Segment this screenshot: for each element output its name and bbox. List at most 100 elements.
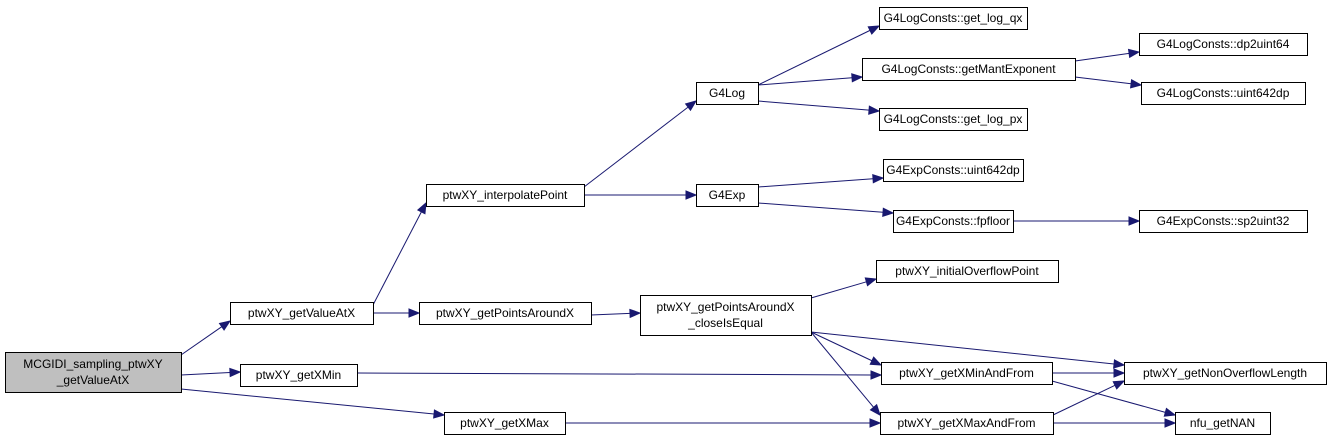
- node-get_log_px[interactable]: G4LogConsts::get_log_px: [879, 108, 1028, 131]
- node-root[interactable]: MCGIDI_sampling_ptwXY _getValueAtX: [5, 352, 182, 393]
- node-box: [881, 362, 1053, 385]
- arrowhead-icon: [1164, 418, 1177, 428]
- node-label: ptwXY_getXMin: [256, 368, 341, 382]
- edge-getXMax-to-getXMaxAndFrom: [565, 418, 882, 428]
- edge-line: [1051, 380, 1166, 413]
- node-getXMinAndFrom[interactable]: ptwXY_getXMinAndFrom: [881, 362, 1053, 385]
- node-interpolatePoint[interactable]: ptwXY_interpolatePoint: [426, 184, 585, 207]
- node-label: G4ExpConsts::uint642dp: [886, 163, 1020, 177]
- edge-closeIsEqual-to-getXMaxAndFrom: [810, 331, 881, 417]
- edge-g4exp-to-fpfloor: [757, 202, 895, 217]
- edge-getValueAtX-to-interpolatePoint: [372, 201, 427, 306]
- node-label: G4Log: [709, 86, 745, 100]
- node-getMantExponent[interactable]: G4LogConsts::getMantExponent: [862, 58, 1076, 81]
- node-label: _getValueAtX: [56, 373, 130, 387]
- edge-root-to-getXMin: [180, 367, 242, 378]
- arrowhead-icon: [433, 409, 446, 419]
- node-label: G4Exp: [709, 188, 746, 202]
- node-box: [879, 108, 1028, 131]
- node-box: [696, 82, 759, 105]
- edge-fpfloor-to-sp2uint32: [1013, 216, 1141, 226]
- edge-g4exp-to-uint642dp_exp: [757, 174, 885, 188]
- node-label: G4LogConsts::get_log_qx: [884, 11, 1023, 25]
- arrowhead-icon: [864, 277, 878, 287]
- node-box: [696, 184, 759, 207]
- node-box: [444, 412, 566, 435]
- node-label: G4LogConsts::dp2uint64: [1157, 37, 1290, 51]
- node-box: [426, 184, 585, 207]
- edge-getValueAtX-to-getPointsAroundX: [373, 308, 421, 318]
- node-getNonOverflowLength[interactable]: ptwXY_getNonOverflowLength: [1124, 362, 1327, 385]
- edge-line: [810, 281, 867, 299]
- edge-g4log-to-get_log_qx: [757, 25, 881, 86]
- arrowhead-icon: [872, 174, 885, 184]
- node-box: [1124, 362, 1327, 385]
- node-getPointsAroundX[interactable]: ptwXY_getPointsAroundX: [419, 302, 592, 325]
- node-label: MCGIDI_sampling_ptwXY: [23, 357, 162, 371]
- node-box: [419, 302, 592, 325]
- edge-line: [180, 326, 223, 356]
- node-label: ptwXY_getPointsAroundX: [436, 306, 574, 320]
- edge-closeIsEqual-to-getNonOverflowLength: [810, 331, 1126, 369]
- edge-line: [583, 106, 689, 188]
- edge-line: [757, 29, 871, 86]
- node-box: [5, 352, 182, 393]
- node-get_log_qx[interactable]: G4LogConsts::get_log_qx: [879, 7, 1028, 30]
- node-label: ptwXY_getValueAtX: [248, 306, 355, 320]
- node-box: [1175, 412, 1271, 435]
- node-box: [862, 58, 1076, 81]
- node-label: nfu_getNAN: [1190, 416, 1255, 430]
- arrowhead-icon: [1113, 368, 1126, 378]
- edge-line: [810, 331, 874, 408]
- node-box: [240, 364, 358, 387]
- node-initialOverflowPoint[interactable]: ptwXY_initialOverflowPoint: [876, 260, 1059, 283]
- arrowhead-icon: [1127, 48, 1141, 59]
- edge-line: [372, 211, 422, 306]
- node-label: G4LogConsts::get_log_px: [884, 112, 1023, 126]
- node-closeIsEqual[interactable]: ptwXY_getPointsAroundX_closeIsEqual: [640, 295, 812, 336]
- arrowhead-icon: [684, 100, 698, 112]
- edge-line: [757, 202, 884, 213]
- node-box: [893, 210, 1014, 233]
- node-fpfloor[interactable]: G4ExpConsts::fpfloor: [893, 210, 1014, 233]
- node-box: [1139, 33, 1308, 56]
- call-graph-edges: [180, 25, 1177, 428]
- arrowhead-icon: [869, 356, 883, 366]
- node-sp2uint32[interactable]: G4ExpConsts::sp2uint32: [1139, 210, 1308, 233]
- node-getValueAtX[interactable]: ptwXY_getValueAtX: [230, 302, 374, 325]
- arrowhead-icon: [408, 308, 421, 318]
- edge-line: [1074, 52, 1130, 62]
- arrowhead-icon: [229, 367, 242, 378]
- edge-g4log-to-get_log_px: [757, 100, 881, 115]
- edge-closeIsEqual-to-initialOverflowPoint: [810, 277, 878, 299]
- arrowhead-icon: [1128, 216, 1141, 226]
- arrowhead-icon: [1130, 79, 1143, 89]
- node-g4log[interactable]: G4Log: [696, 82, 759, 105]
- arrowhead-icon: [867, 25, 881, 35]
- edge-line: [810, 331, 873, 362]
- node-nfu_getNAN[interactable]: nfu_getNAN: [1175, 412, 1271, 435]
- edge-line: [590, 312, 631, 316]
- arrowhead-icon: [869, 403, 881, 417]
- edge-getPointsAroundX-to-closeIsEqual: [590, 308, 642, 319]
- edge-line: [810, 331, 1115, 365]
- node-uint642dp_log[interactable]: G4LogConsts::uint642dp: [1141, 82, 1306, 105]
- edge-line: [757, 77, 853, 86]
- edge-line: [1052, 384, 1116, 416]
- node-label: G4LogConsts::getMantExponent: [881, 62, 1056, 76]
- node-getXMaxAndFrom[interactable]: ptwXY_getXMaxAndFrom: [880, 412, 1054, 435]
- node-uint642dp_exp[interactable]: G4ExpConsts::uint642dp: [883, 159, 1024, 182]
- node-dp2uint64[interactable]: G4LogConsts::dp2uint64: [1139, 33, 1308, 56]
- edge-root-to-getValueAtX: [180, 320, 232, 356]
- call-graph-nodes: MCGIDI_sampling_ptwXY _getValueAtX ptwXY_g…: [5, 7, 1327, 435]
- edge-closeIsEqual-to-getXMinAndFrom: [810, 331, 883, 366]
- arrowhead-icon: [629, 308, 642, 319]
- node-g4exp[interactable]: G4Exp: [696, 184, 759, 207]
- edge-interpolatePoint-to-g4log: [583, 100, 698, 188]
- node-getXMin[interactable]: ptwXY_getXMin: [240, 364, 358, 387]
- edge-getXMin-to-getXMinAndFrom: [356, 370, 883, 380]
- node-getXMax[interactable]: ptwXY_getXMax: [444, 412, 566, 435]
- edge-line: [757, 178, 874, 188]
- node-label: G4LogConsts::uint642dp: [1157, 86, 1290, 100]
